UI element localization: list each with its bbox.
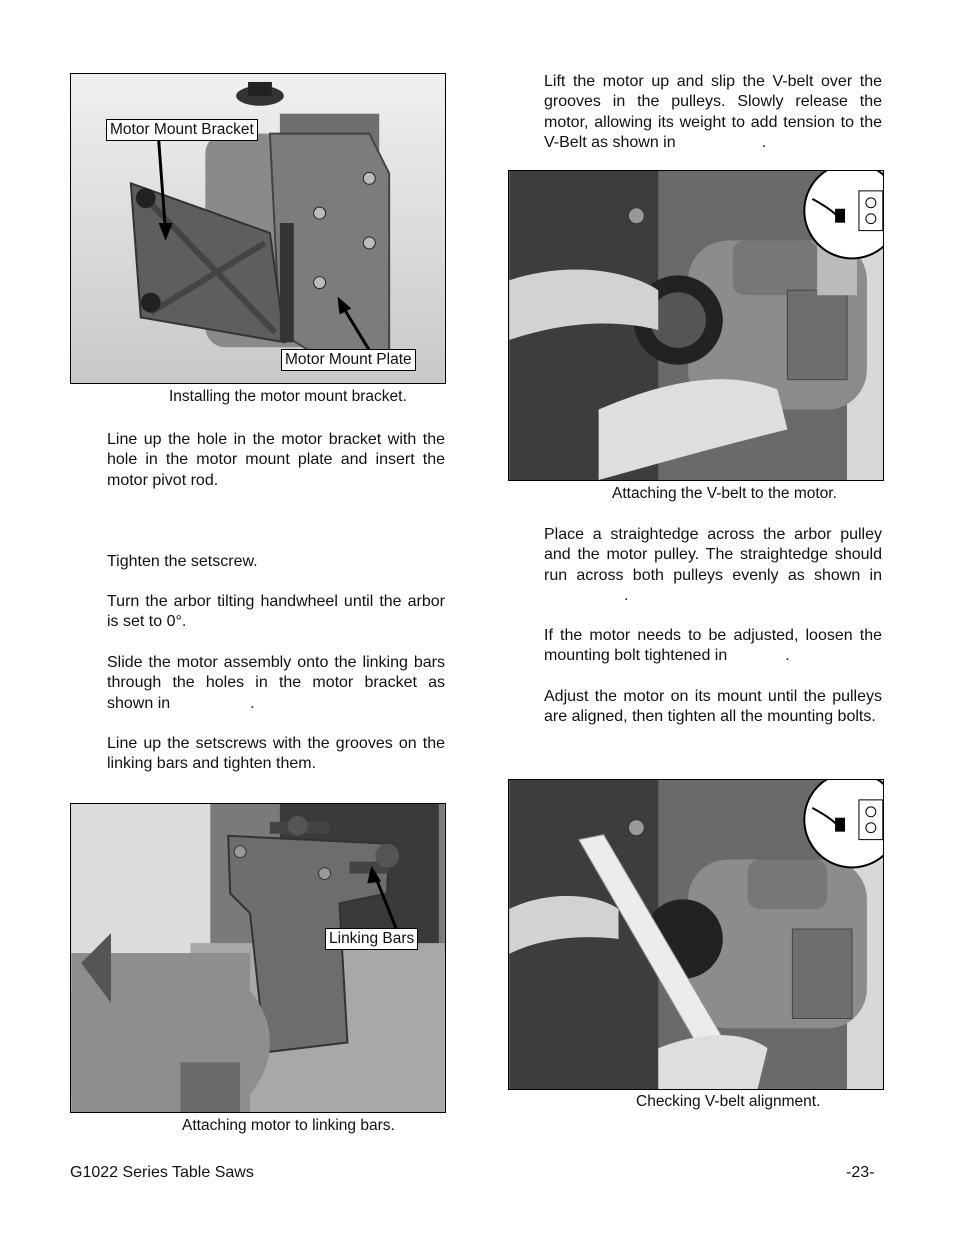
step-adjust-bolt-text: If the motor needs to be adjusted, loose…	[544, 627, 882, 665]
linking-bars-photo	[70, 803, 446, 1113]
step-align-pulleys: Adjust the motor on its mount until the …	[544, 688, 882, 726]
linking-bars-illustration	[71, 804, 445, 1112]
step-straightedge-end: .	[624, 586, 629, 604]
step-straightedge-text: Place a straightedge across the arbor pu…	[544, 526, 882, 584]
alignment-illustration	[509, 780, 883, 1089]
step-adjust-bolt-end: .	[785, 647, 790, 665]
step-slide-motor-end: .	[250, 694, 255, 712]
step-lift-motor: Lift the motor up and slip the V-belt ov…	[544, 72, 882, 153]
step-line-up-setscrews: Line up the setscrews with the grooves o…	[107, 735, 445, 773]
page-number: -23-	[846, 1164, 875, 1181]
linking-bars-label: Linking Bars	[325, 928, 419, 950]
step-arbor-tilt: Turn the arbor tilting handwheel until t…	[107, 593, 445, 631]
step-adjust-bolt: If the motor needs to be adjusted, loose…	[544, 626, 882, 667]
motor-mount-bracket-label: Motor Mount Bracket	[106, 119, 258, 141]
alignment-photo	[508, 779, 884, 1090]
motor-mount-plate-label: Motor Mount Plate	[281, 349, 416, 371]
figure-caption-alignment: Checking V-belt alignment.	[636, 1093, 821, 1110]
figure-caption-vbelt: Attaching the V-belt to the motor.	[612, 485, 837, 502]
step-lift-motor-end: .	[761, 133, 767, 151]
step-pivot-rod: Line up the hole in the motor bracket wi…	[107, 431, 445, 489]
step-slide-motor: Slide the motor assembly onto the linkin…	[107, 653, 445, 714]
step-lift-motor-text: Lift the motor up and slip the V-belt ov…	[544, 73, 882, 151]
footer-title: G1022 Series Table Saws	[70, 1164, 254, 1181]
vbelt-illustration	[509, 171, 883, 480]
step-slide-motor-text: Slide the motor assembly onto the linkin…	[107, 654, 445, 712]
vbelt-photo	[508, 170, 884, 481]
step-straightedge: Place a straightedge across the arbor pu…	[544, 525, 882, 606]
figure-caption-motor-bracket: Installing the motor mount bracket.	[169, 388, 407, 405]
figure-caption-linking-bars: Attaching motor to linking bars.	[182, 1117, 395, 1134]
step-tighten-setscrew: Tighten the setscrew.	[107, 553, 258, 570]
